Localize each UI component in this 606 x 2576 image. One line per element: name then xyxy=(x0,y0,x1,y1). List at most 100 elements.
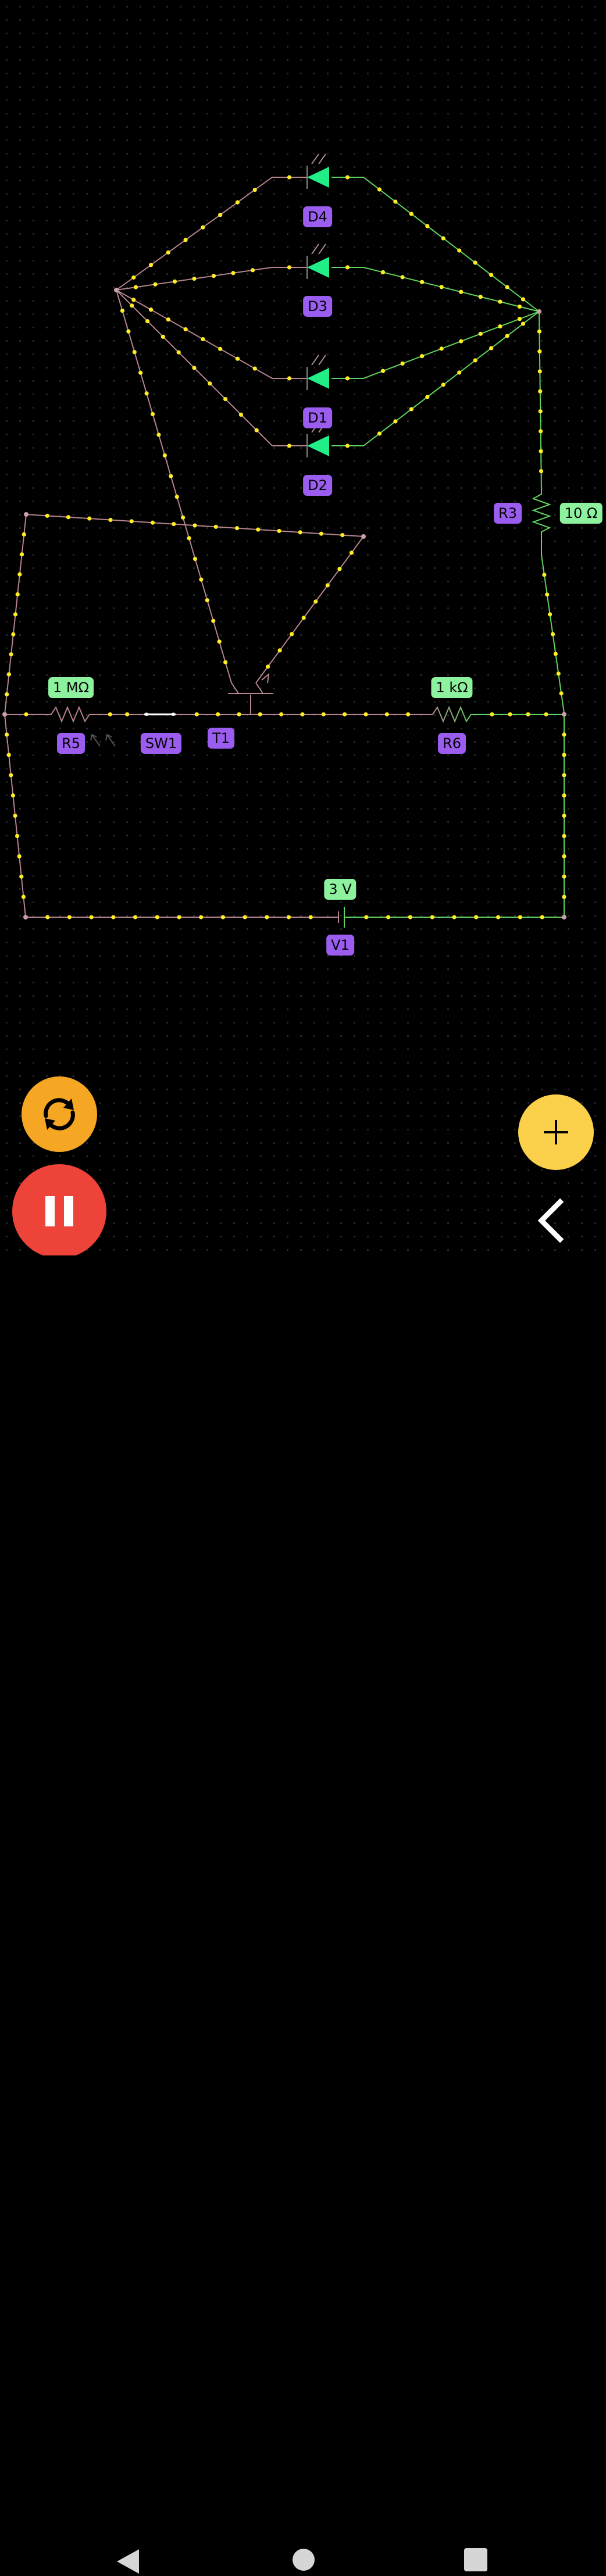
circle-home-icon[interactable] xyxy=(291,2547,316,2573)
current-dot xyxy=(183,238,188,242)
label-v1[interactable]: V1 xyxy=(326,935,354,956)
current-dot xyxy=(67,915,72,920)
label-t1[interactable]: T1 xyxy=(208,728,234,749)
current-dot xyxy=(393,419,398,424)
current-dot xyxy=(517,304,522,309)
current-dot xyxy=(89,915,94,920)
current-dot xyxy=(562,732,566,737)
label-d2[interactable]: D2 xyxy=(303,475,332,496)
wire-d4-right xyxy=(331,177,540,312)
current-dot xyxy=(287,265,292,270)
circuit-node[interactable] xyxy=(114,288,119,292)
value-r3[interactable]: 10 Ω xyxy=(559,503,603,524)
current-dot xyxy=(340,533,345,538)
current-dot xyxy=(459,289,464,294)
current-dot xyxy=(478,331,483,336)
battery-v1[interactable] xyxy=(333,907,345,928)
value-r6[interactable]: 1 kΩ xyxy=(431,677,473,698)
current-dot xyxy=(153,282,158,287)
square-recents-icon[interactable] xyxy=(463,2547,489,2573)
wire-d1-right xyxy=(331,311,540,379)
label-r3[interactable]: R3 xyxy=(494,503,522,524)
current-dot xyxy=(474,915,479,920)
current-dot xyxy=(393,199,398,204)
current-dot xyxy=(205,598,209,603)
current-dot xyxy=(537,369,542,374)
current-dot xyxy=(138,370,143,375)
current-dot xyxy=(301,616,306,620)
circuit-node[interactable] xyxy=(537,309,541,314)
circuit-node[interactable] xyxy=(562,915,566,920)
add-button[interactable] xyxy=(518,1094,594,1170)
led-d3[interactable] xyxy=(306,244,329,279)
circuit-node[interactable] xyxy=(361,534,366,539)
wire-d3-right xyxy=(331,267,540,312)
current-dot xyxy=(155,915,159,920)
circuit-node[interactable] xyxy=(562,712,566,717)
current-dot xyxy=(459,339,464,344)
current-dot xyxy=(130,303,134,308)
current-dot xyxy=(425,395,430,399)
triangle-back-icon[interactable] xyxy=(113,2547,142,2576)
current-dot xyxy=(172,279,177,284)
pause-button[interactable] xyxy=(12,1164,106,1258)
switch-sw1[interactable] xyxy=(144,713,176,716)
resistor-r3[interactable] xyxy=(532,491,551,535)
current-dot xyxy=(13,612,18,617)
circuit-canvas[interactable]: D4 D3 D1 D2 R3 10 Ω 1 MΩ R5 SW1 T1 1 kΩ … xyxy=(0,0,606,1255)
label-r5[interactable]: R5 xyxy=(57,733,85,754)
current-dot xyxy=(349,550,354,555)
led-d1[interactable] xyxy=(306,355,329,390)
current-dot xyxy=(5,692,9,697)
current-dot xyxy=(256,527,261,532)
current-dot xyxy=(234,526,240,531)
current-dot xyxy=(380,270,386,275)
label-d3[interactable]: D3 xyxy=(303,296,332,317)
value-v1[interactable]: 3 V xyxy=(324,879,357,900)
current-dot xyxy=(345,443,350,448)
current-dot xyxy=(538,389,543,393)
label-d1[interactable]: D1 xyxy=(303,407,332,428)
refresh-button[interactable] xyxy=(22,1076,97,1152)
pause-icon xyxy=(45,1196,73,1226)
light-sensor-arrows xyxy=(90,734,116,747)
current-dot xyxy=(211,618,216,623)
label-sw1[interactable]: SW1 xyxy=(140,733,182,754)
current-dot xyxy=(11,632,16,636)
label-d4[interactable]: D4 xyxy=(303,206,332,227)
led-d4[interactable] xyxy=(306,153,329,189)
current-dot xyxy=(235,356,240,361)
wire-r3-down xyxy=(541,535,565,714)
current-dot xyxy=(192,366,197,370)
current-dot xyxy=(45,513,49,518)
transistor-t1[interactable] xyxy=(228,672,273,694)
resistor-r5[interactable] xyxy=(48,706,93,723)
current-dot xyxy=(162,453,167,458)
current-dot xyxy=(380,368,386,373)
current-dot xyxy=(187,536,191,541)
current-dot xyxy=(400,361,405,366)
current-dot xyxy=(545,592,550,597)
current-dot xyxy=(496,915,501,920)
current-dot xyxy=(521,297,526,302)
current-dot xyxy=(15,833,20,838)
circuit-diagram[interactable] xyxy=(0,0,606,1255)
resistor-r6[interactable] xyxy=(429,706,474,723)
collapse-button[interactable] xyxy=(526,1197,573,1244)
current-dot xyxy=(145,319,150,324)
circuit-node[interactable] xyxy=(2,712,7,717)
label-r6[interactable]: R6 xyxy=(438,733,466,754)
current-dot xyxy=(498,299,502,304)
circuit-node[interactable] xyxy=(24,512,28,517)
current-dot xyxy=(521,321,526,326)
value-r5[interactable]: 1 MΩ xyxy=(48,677,94,698)
current-dot xyxy=(125,712,130,717)
current-dot xyxy=(364,915,369,920)
current-dot xyxy=(562,813,566,818)
current-dot xyxy=(193,556,198,561)
current-dot xyxy=(409,407,413,412)
current-dot xyxy=(505,285,509,289)
current-dot xyxy=(258,712,262,717)
current-dot xyxy=(217,639,222,644)
circuit-node[interactable] xyxy=(23,915,28,920)
